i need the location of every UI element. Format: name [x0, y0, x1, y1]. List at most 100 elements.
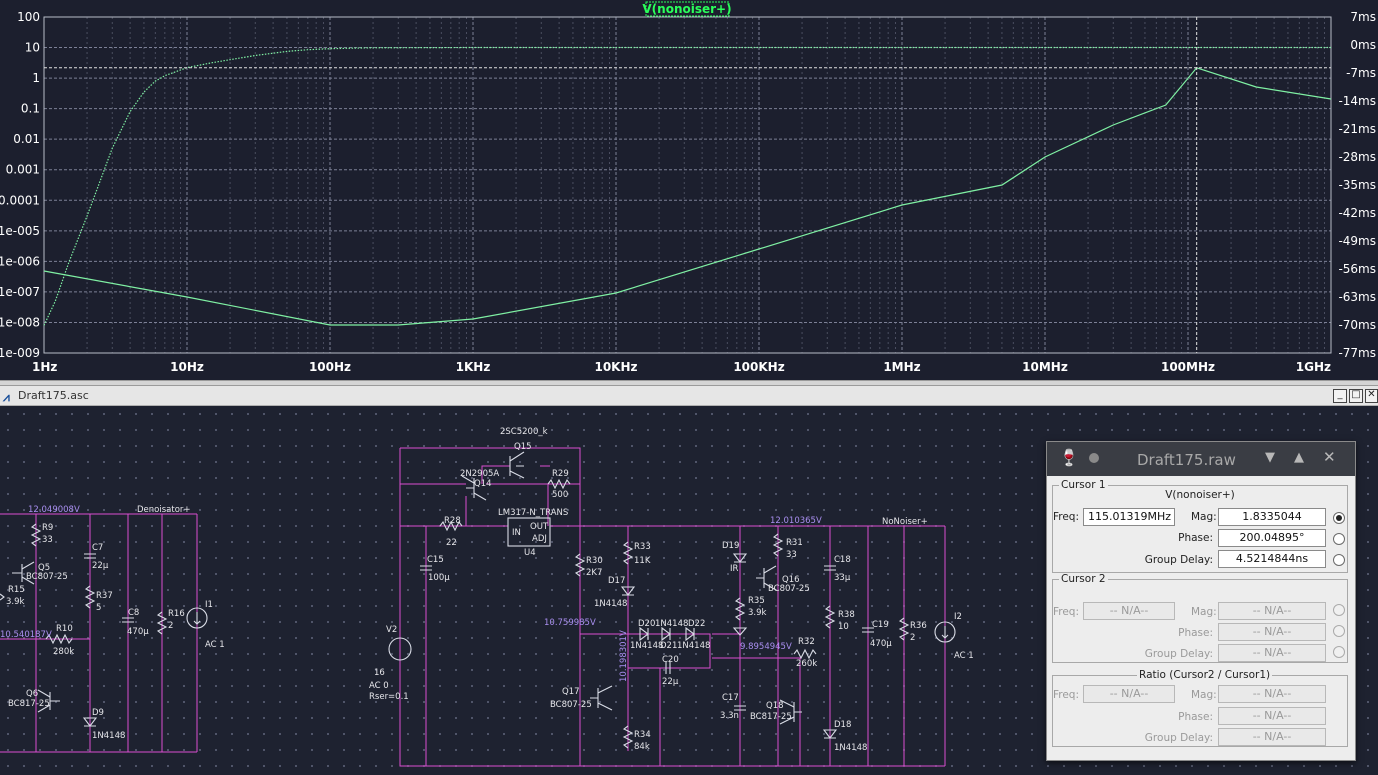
- r29-resistor[interactable]: [547, 478, 571, 490]
- d20-model: 1N4148: [655, 619, 688, 629]
- cursor1-trace-name: V(nonoiser+): [1165, 489, 1235, 501]
- d18-diode[interactable]: [822, 729, 838, 739]
- cursor1-crosshair[interactable]: [44, 17, 1331, 353]
- cursor-dialog-titlebar[interactable]: 🍷 Draft175.raw ▼ ▲ ✕: [1047, 442, 1355, 476]
- plot-background: [0, 0, 1378, 380]
- c20-capacitor[interactable]: [665, 662, 671, 674]
- ratio-phase-field: -- N/A--: [1218, 707, 1326, 725]
- q16-transistor[interactable]: [756, 565, 777, 591]
- denoisator-circuit[interactable]: R9 33 C7 22µ Q5 BC807-25 R15 3.9k R37 5 …: [0, 505, 225, 753]
- r30-resistor[interactable]: [574, 553, 586, 577]
- chevron-down-icon[interactable]: ▼: [1265, 450, 1275, 465]
- voltage-readout-6: 9.8954945V: [740, 642, 792, 652]
- x-axis-tick-label: 100KHz: [733, 360, 784, 374]
- net-label-nonoiser: NoNoiser+: [882, 517, 928, 527]
- close-button[interactable]: ✕: [1365, 389, 1378, 403]
- q15-model: 2SC5200_k: [500, 427, 548, 437]
- group-delay-trace: [43, 67, 1332, 326]
- r16-resistor[interactable]: [156, 611, 168, 635]
- u4-regulator[interactable]: [507, 517, 551, 547]
- cursor2-mag-radio[interactable]: [1333, 604, 1345, 616]
- d9-diode[interactable]: [82, 717, 98, 727]
- u4-model: LM317-N_TRANS: [498, 508, 568, 518]
- d20-d21-d22-diodes[interactable]: [639, 626, 695, 642]
- cursor2-gd-radio[interactable]: [1333, 646, 1345, 658]
- wine-glass-icon: 🍷: [1059, 448, 1079, 467]
- minimize-button[interactable]: _: [1333, 389, 1347, 403]
- cursor1-freq-field[interactable]: 115.01319MHz: [1083, 508, 1175, 526]
- r35-resistor[interactable]: [734, 597, 746, 621]
- cursor2-mag-label: Mag:: [1191, 606, 1217, 618]
- d21-model: 1N4148: [630, 641, 663, 651]
- cursor-dialog-title: Draft175.raw: [1137, 451, 1236, 469]
- q6-model: BC817-25: [8, 699, 50, 709]
- r33-resistor[interactable]: [622, 541, 634, 565]
- r28-value: 22: [446, 538, 457, 548]
- i1-current-source[interactable]: [186, 607, 208, 629]
- q15-transistor[interactable]: [509, 451, 525, 479]
- r9-resistor[interactable]: [30, 523, 42, 547]
- left-axis-tick-label: 1e-009: [0, 346, 40, 360]
- q5-transistor[interactable]: [12, 561, 35, 585]
- cursor1-gd-field[interactable]: 4.5214844ns: [1218, 550, 1326, 568]
- cursor2-phase-radio[interactable]: [1333, 625, 1345, 637]
- cursor-dialog[interactable]: 🍷 Draft175.raw ▼ ▲ ✕ Cursor 1 V(nonoiser…: [1046, 441, 1356, 761]
- r37-resistor[interactable]: [84, 585, 96, 609]
- schematic-drawing[interactable]: R9 33 C7 22µ Q5 BC807-25 R15 3.9k R37 5 …: [0, 406, 1378, 775]
- pane-splitter[interactable]: [0, 380, 1378, 386]
- d19-model: IR: [730, 564, 739, 574]
- c8-capacitor[interactable]: [122, 617, 134, 623]
- right-axis-tick-label: -35ms: [1338, 178, 1376, 192]
- q6-transistor[interactable]: [37, 689, 60, 713]
- r31-resistor[interactable]: [772, 533, 784, 557]
- left-axis-tick-label: 0.001: [6, 163, 40, 177]
- chevron-up-icon[interactable]: ▲: [1294, 450, 1304, 465]
- net-label-denoisator: Denoisator+: [137, 505, 191, 515]
- r32-resistor[interactable]: [793, 648, 817, 660]
- close-icon[interactable]: ✕: [1323, 448, 1336, 466]
- q17-transistor[interactable]: [590, 685, 613, 711]
- regulator-circuit[interactable]: 2SC5200_k Q15 R29 500 2N2905A Q14 LM317-…: [369, 427, 974, 767]
- q18-transistor[interactable]: [779, 699, 802, 725]
- r15-resistor[interactable]: [0, 593, 5, 601]
- i2-current-source[interactable]: [934, 621, 956, 643]
- r36-resistor[interactable]: [898, 617, 910, 641]
- r35-value: 3.9k: [748, 608, 767, 618]
- r16-value: 2: [168, 621, 173, 631]
- q17-model: BC807-25: [550, 700, 592, 710]
- q14-transistor[interactable]: [461, 475, 487, 501]
- r38-resistor[interactable]: [824, 605, 836, 629]
- r28-resistor[interactable]: [439, 520, 463, 532]
- c7-capacitor[interactable]: [84, 553, 96, 559]
- d19-led[interactable]: [732, 553, 748, 563]
- cursor1-phase-radio[interactable]: [1333, 533, 1345, 545]
- d18-label: D18: [834, 720, 851, 730]
- c18-capacitor[interactable]: [824, 565, 836, 571]
- r9-value: 33: [42, 535, 53, 545]
- cursor1-phase-field[interactable]: 200.04895°: [1218, 529, 1326, 547]
- d17-diode[interactable]: [620, 586, 636, 596]
- r34-resistor[interactable]: [622, 725, 634, 749]
- trace-label[interactable]: V(nonoiser+): [642, 2, 731, 16]
- x-axis-tick-label: 100MHz: [1161, 360, 1215, 374]
- left-axis-tick-label: 10: [25, 41, 40, 55]
- c15-capacitor[interactable]: [420, 565, 432, 571]
- dialog-menu-dot-icon[interactable]: [1089, 453, 1099, 463]
- c19-capacitor[interactable]: [862, 627, 874, 633]
- waveform-plot[interactable]: 1001010.10.010.0010.00011e-0051e-0061e-0…: [0, 0, 1378, 380]
- cursor2-gd-field: -- N/A--: [1218, 644, 1326, 662]
- v2-voltage-source[interactable]: [388, 637, 412, 661]
- r33-label: R33: [634, 542, 651, 552]
- ratio-label: Ratio (Cursor2 / Cursor1): [1137, 669, 1273, 681]
- r37-label: R37: [96, 591, 113, 601]
- c17-capacitor[interactable]: [734, 705, 746, 711]
- cursor1-mag-radio[interactable]: [1333, 512, 1345, 524]
- cursor1-gd-radio[interactable]: [1333, 554, 1345, 566]
- magnitude-trace: [43, 46, 1331, 326]
- maximize-button[interactable]: □: [1349, 389, 1363, 403]
- voltage-readout-4: 10.198301V: [619, 630, 629, 682]
- cursor1-mag-field[interactable]: 1.8335044: [1218, 508, 1326, 526]
- plot-frame: [43, 16, 1332, 354]
- r10-resistor[interactable]: [45, 633, 73, 645]
